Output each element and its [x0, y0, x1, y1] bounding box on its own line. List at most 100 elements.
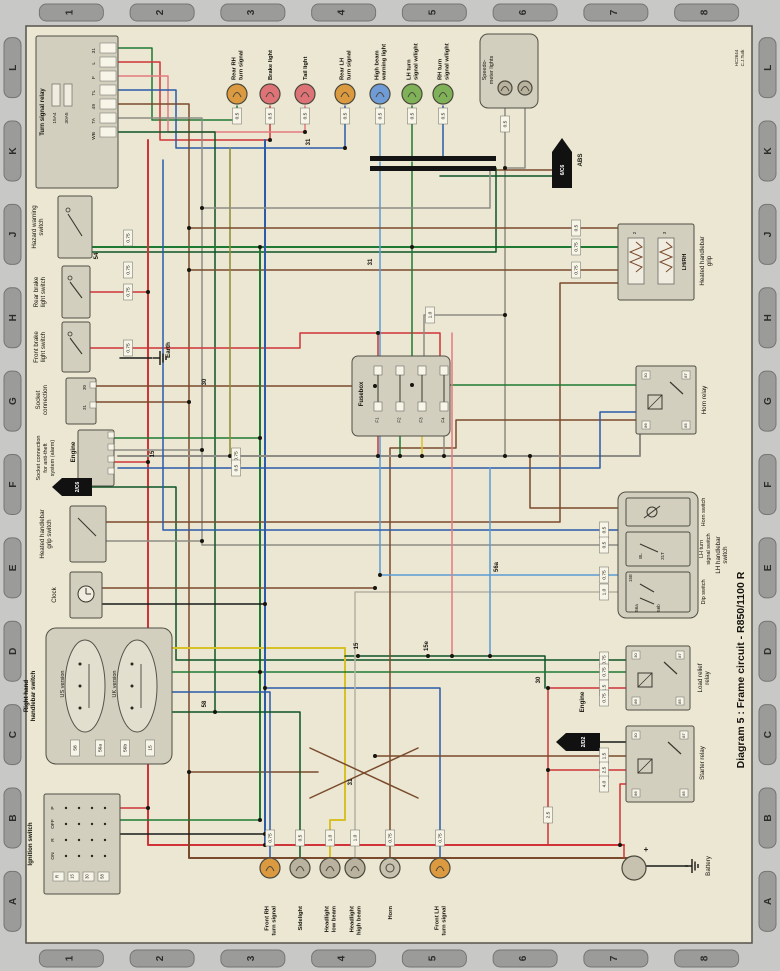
relay-pin-number: 30	[643, 373, 648, 378]
junction-dot	[258, 670, 262, 674]
horn-relay	[635, 365, 697, 435]
junction-dot	[228, 454, 232, 458]
grid-col-label: 1	[64, 9, 75, 15]
lh-horn-switch	[625, 497, 691, 527]
wire-gauge-tag	[435, 829, 445, 847]
wire-gauge-text: 0.75	[234, 451, 240, 461]
wire-gauge-text: 1.5	[602, 752, 608, 759]
socket-connection	[65, 377, 97, 425]
grid-row-tab	[3, 370, 22, 432]
ignition-contact	[77, 806, 81, 810]
component-label: meter lights	[489, 56, 495, 85]
junction-dot	[187, 770, 191, 774]
grid-row-label: C	[763, 731, 774, 738]
alarm-socket-pin	[107, 455, 115, 463]
grid-row-label: E	[763, 564, 774, 571]
fuse-glyph	[63, 83, 73, 107]
junction-dot	[343, 146, 347, 150]
grid-col-label: 4	[337, 955, 348, 961]
turn-switch-glyph	[639, 543, 659, 553]
hazard-switch-glyph	[67, 213, 83, 237]
bulb-label: turn signal	[272, 906, 278, 936]
relay-pin	[641, 370, 651, 380]
bulb	[369, 83, 391, 105]
bulb-label: turn signal	[347, 50, 353, 80]
wire-gauge-text: 56a	[98, 744, 104, 752]
fuse-glyph	[51, 83, 61, 107]
component-label: Socket connection	[36, 436, 42, 481]
relay-terminal-label: L	[91, 62, 97, 65]
fuse-pin	[395, 365, 405, 376]
starter-relay	[625, 725, 695, 803]
relay-coil	[647, 394, 663, 410]
junction-dot	[398, 454, 402, 458]
ignition-contact	[77, 854, 81, 858]
grid-row-tab	[3, 120, 22, 182]
ignition-contact	[64, 838, 68, 842]
bulb-label: turn signal	[442, 906, 448, 936]
bulb-label: Rear LH	[340, 58, 346, 80]
relay-terminal-label: WB	[91, 132, 97, 140]
grid-row-label: J	[763, 232, 774, 238]
fuse-label: F3	[419, 417, 424, 423]
grid-col-tab	[311, 949, 377, 968]
junction-dot	[146, 290, 150, 294]
grid-row-label: H	[763, 314, 774, 321]
engine-connector-arrow	[556, 733, 600, 751]
bulb-filament	[500, 86, 510, 92]
grid-row-label: F	[763, 481, 774, 487]
grip-pin: 2	[632, 231, 637, 234]
component-label: Battery	[705, 855, 712, 876]
switch-pill	[64, 639, 106, 733]
relay-pin	[679, 730, 689, 740]
dip-switch-pin: 56b	[656, 604, 661, 612]
junction-dot	[528, 454, 532, 458]
wire-gauge-tag	[599, 775, 609, 793]
component-label: Speedo-	[482, 59, 488, 80]
heated-grip-switch	[69, 505, 107, 563]
component-label: US version	[60, 671, 66, 698]
bulb-label: LH turn	[407, 59, 413, 80]
wire-gauge-text: 1.0	[353, 834, 359, 841]
relay-pin-number: 30	[633, 733, 638, 738]
wire-gauge-tag	[95, 739, 105, 757]
junction-dot	[546, 768, 550, 772]
component-label: switch	[38, 218, 45, 236]
battery-plus: +	[644, 845, 649, 854]
credit: C.J.Turk	[740, 49, 745, 67]
grid-row-tab	[3, 37, 22, 99]
fusebox	[351, 355, 451, 437]
junction-dot	[376, 454, 380, 458]
circuit-number: 31	[348, 778, 354, 785]
wire-gauge-text: 1.5	[602, 684, 608, 691]
relay-pin-number: 30	[633, 653, 638, 658]
wire-gauge-text: 2.5	[546, 811, 552, 818]
junction-dot	[488, 654, 492, 658]
relay-terminal-label: 31	[91, 48, 97, 54]
wire-gauge-tag	[571, 219, 581, 237]
wire-gauge-text: 0.5	[602, 526, 608, 533]
bulb	[259, 83, 281, 105]
wire-dgreen	[117, 131, 216, 713]
fuse-pin	[439, 401, 449, 412]
relay-pin	[681, 370, 691, 380]
wire-gauge-tag	[325, 829, 335, 847]
junction-dot	[503, 313, 507, 317]
wire-gauge-tag	[120, 739, 130, 757]
grid-col-label: 6	[518, 9, 529, 15]
ignition-position: ON	[50, 852, 56, 860]
relay-contact	[669, 381, 684, 395]
component-label: Fusebox	[359, 381, 365, 406]
grid-col-tab	[311, 3, 377, 22]
grid-row-tab	[758, 203, 777, 265]
wire-gauge-text: 0.5	[503, 120, 509, 127]
ignition-contact	[90, 854, 94, 858]
ignition-terminal-label: 15	[70, 874, 75, 879]
wire-gauge-text: 0.75	[602, 693, 608, 703]
component-label: system (alarm)	[50, 440, 56, 477]
bulb	[432, 83, 454, 105]
relay-pin	[679, 788, 689, 798]
junction-dot	[420, 454, 424, 458]
wire-gauge-tag	[385, 829, 395, 847]
bulb-filament	[407, 92, 417, 98]
